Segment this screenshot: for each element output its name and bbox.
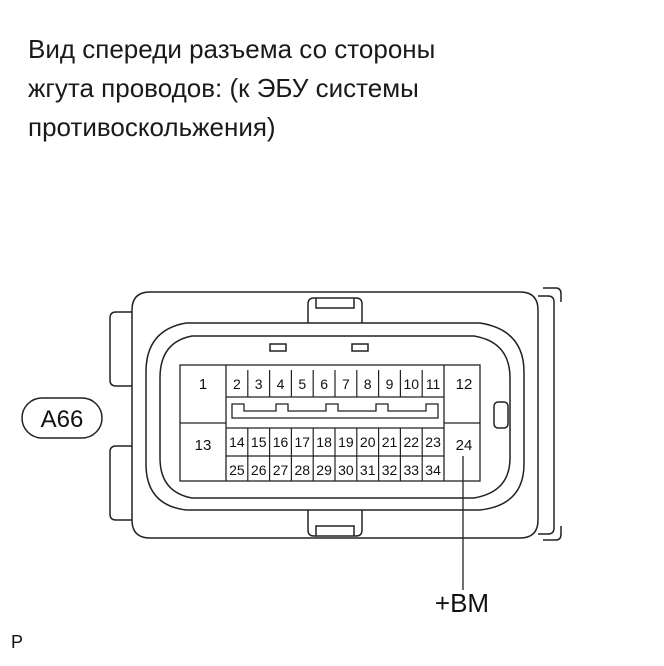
- connector-housing: [109, 287, 562, 541]
- pin-25-label: 25: [229, 462, 245, 478]
- caption-line-1: Вид спереди разъема со стороны: [28, 34, 436, 64]
- pin-1-label: 1: [199, 376, 207, 393]
- pin-13-label: 13: [195, 437, 212, 454]
- pin-34-label: 34: [425, 462, 441, 478]
- pin-26-label: 26: [251, 462, 267, 478]
- pin-5-label: 5: [298, 376, 306, 392]
- pin-24-label: 24: [456, 437, 473, 454]
- caption-line-2: жгута проводов: (к ЭБУ системы: [28, 73, 419, 103]
- pin-2-label: 2: [233, 376, 241, 392]
- pin-11-label: 11: [426, 376, 441, 392]
- corner-mark: P: [11, 632, 24, 652]
- pin-cavity-grid: [179, 364, 481, 482]
- diagram-caption: Вид спереди разъема со стороны жгута про…: [28, 30, 648, 147]
- caption-line-3: противоскольжения): [28, 112, 276, 142]
- pin-15-label: 15: [251, 434, 267, 450]
- pin-7-label: 7: [342, 376, 350, 392]
- pin-18-label: 18: [316, 434, 332, 450]
- pin-23-label: 23: [425, 434, 441, 450]
- pin-20-label: 20: [360, 434, 376, 450]
- pin-6-label: 6: [320, 376, 328, 392]
- pin-30-label: 30: [338, 462, 354, 478]
- pin-29-label: 29: [316, 462, 332, 478]
- pin-4-label: 4: [277, 376, 285, 392]
- pin-17-label: 17: [295, 434, 311, 450]
- pin-19-label: 19: [338, 434, 354, 450]
- pin-dividers: [247, 370, 423, 481]
- pin-3-label: 3: [255, 376, 263, 392]
- pin-28-label: 28: [295, 462, 311, 478]
- pin-8-label: 8: [364, 376, 372, 392]
- pin-31-label: 31: [360, 462, 376, 478]
- connector-code-badge: A66: [21, 397, 103, 439]
- pin-12-label: 12: [456, 376, 473, 393]
- pin-22-label: 22: [404, 434, 420, 450]
- pin-33-label: 33: [404, 462, 420, 478]
- pin-21-label: 21: [382, 434, 398, 450]
- pin-callout: +BM: [435, 456, 489, 618]
- pin-32-label: 32: [382, 462, 398, 478]
- pin-10-label: 10: [404, 376, 420, 392]
- pin-9-label: 9: [386, 376, 394, 392]
- pin-14-label: 14: [229, 434, 245, 450]
- connector-code-label: A66: [41, 406, 84, 433]
- pin-16-label: 16: [273, 434, 289, 450]
- callout-label: +BM: [435, 588, 489, 618]
- pin-27-label: 27: [273, 462, 289, 478]
